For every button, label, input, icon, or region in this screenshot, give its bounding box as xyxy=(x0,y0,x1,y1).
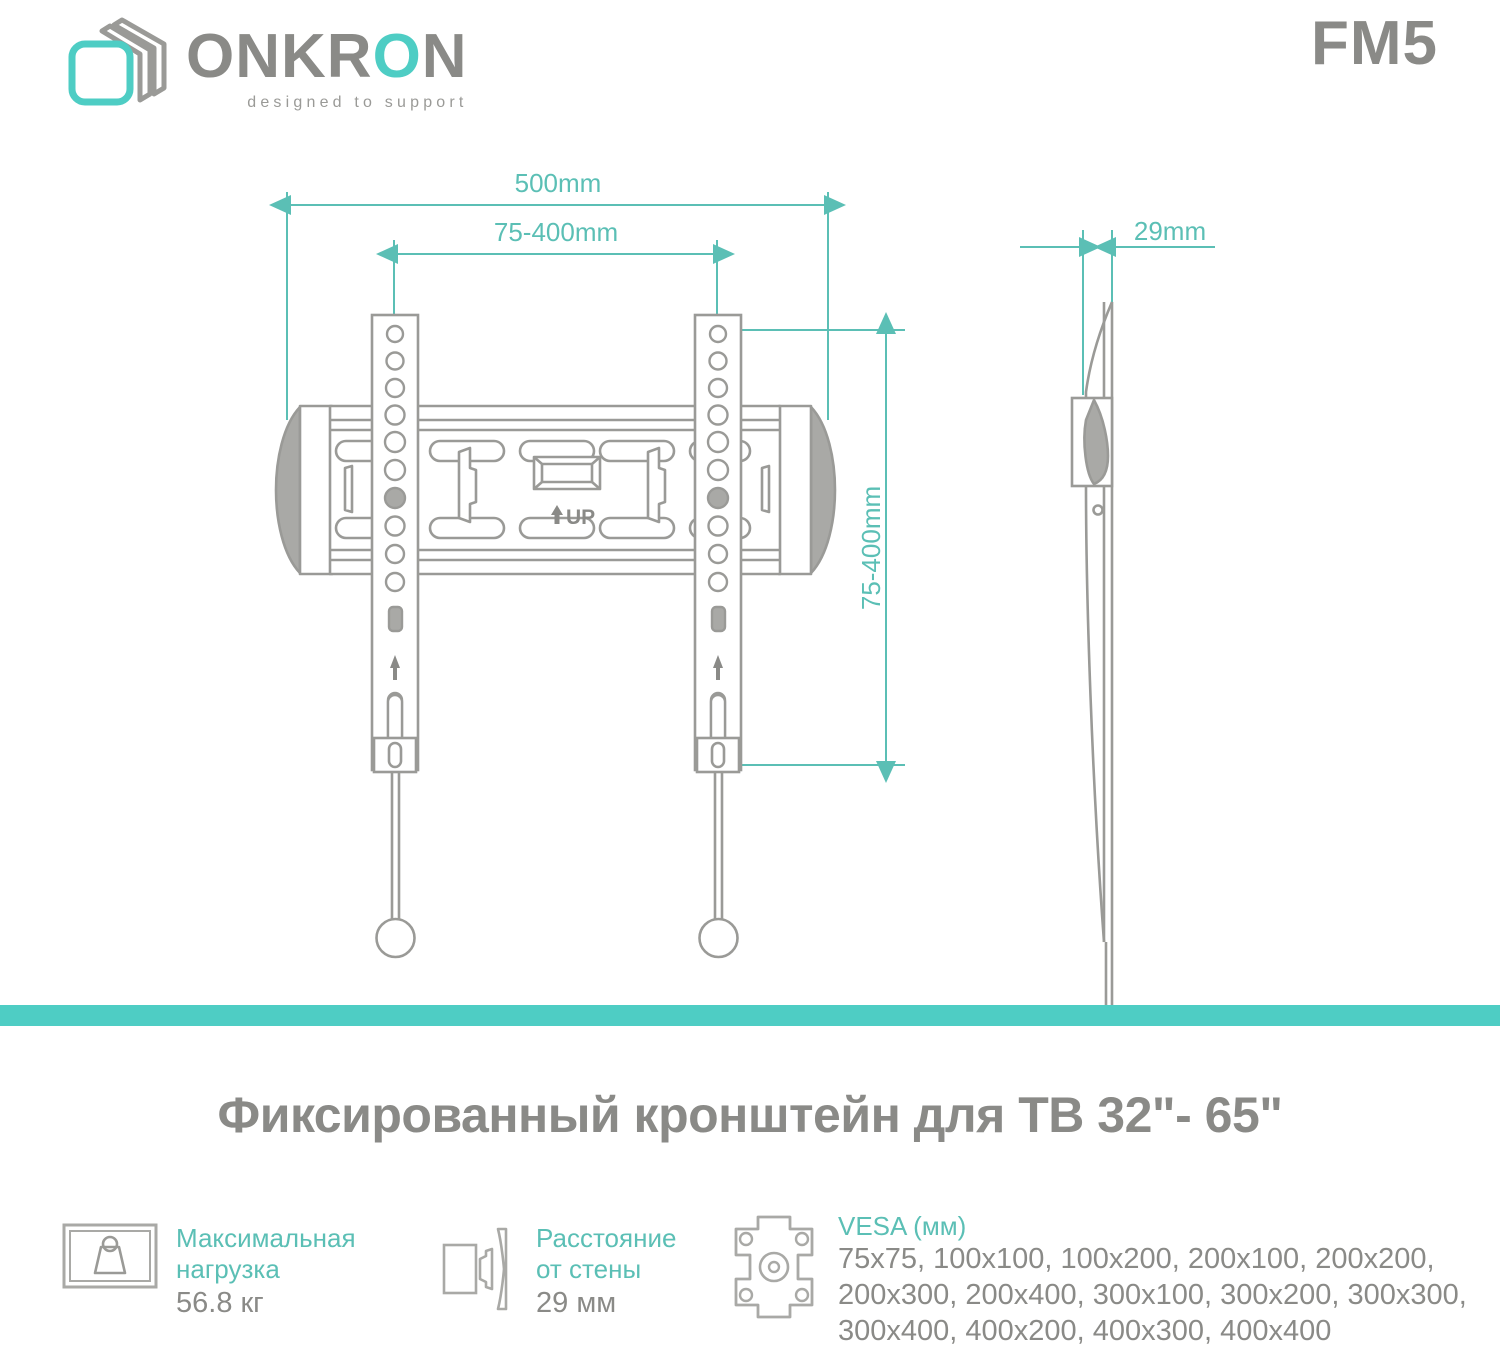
wall-distance-value: 29 мм xyxy=(536,1287,617,1320)
right-rail-holes xyxy=(706,324,730,633)
model-number: FM5 xyxy=(1311,9,1438,78)
spec-wall-distance: Расстояние от стены 29 мм xyxy=(440,1223,676,1322)
technical-drawing: 500mm 75-400mm 75-400mm 29mm xyxy=(0,130,1500,1005)
dimension-width-inner: 75-400mm xyxy=(494,217,618,247)
max-load-icon xyxy=(62,1223,158,1294)
bubble-level-window xyxy=(532,455,602,491)
wall-distance-label-1: Расстояние xyxy=(536,1223,677,1253)
dimension-height-vertical: 75-400mm xyxy=(856,486,886,610)
release-cords xyxy=(372,736,741,959)
up-label: UP xyxy=(566,506,595,529)
left-rail-holes xyxy=(383,324,407,633)
side-view xyxy=(1070,301,1114,1005)
brand-name-accent: O xyxy=(372,22,422,91)
max-load-label-2: нагрузка xyxy=(176,1253,280,1284)
wall-distance-icon xyxy=(440,1223,518,1320)
page-title: Фиксированный кронштейн для ТВ 32"- 65" xyxy=(217,1087,1283,1143)
brand-name-part1: ONKR xyxy=(186,22,373,91)
max-load-value: 56.8 кг xyxy=(176,1287,264,1320)
brand-tagline: designed to support xyxy=(247,94,468,111)
dimension-depth: 29mm xyxy=(1134,216,1206,246)
right-rail-up-arrow-icon xyxy=(713,655,723,680)
vesa-sizes-line-1: 75x75, 100x100, 100x200, 200x100, 200x20… xyxy=(838,1243,1435,1276)
spec-vesa: VESA (мм) 75x75, 100x100, 100x200, 200x1… xyxy=(728,1211,1467,1350)
header: ONKRON designed to support FM5 xyxy=(0,0,1500,130)
brand-logo: ONKRON designed to support xyxy=(60,14,468,114)
brand-name-part2: N xyxy=(421,22,468,91)
onkron-cube-logo-icon xyxy=(68,17,167,106)
teal-divider xyxy=(0,1005,1500,1026)
spec-max-load: Максимальная нагрузка 56.8 кг xyxy=(62,1223,356,1322)
spec-row: Максимальная нагрузка 56.8 кг Расстояние… xyxy=(0,1205,1500,1347)
dimension-width-overall: 500mm xyxy=(515,168,602,198)
left-rail-up-arrow-icon xyxy=(390,655,400,680)
vesa-label: VESA (мм) xyxy=(838,1211,967,1241)
brand-wordmark: ONKRON xyxy=(186,26,468,88)
up-arrow-icon xyxy=(551,505,563,524)
vesa-sizes-line-3: 300x400, 400x200, 400x300, 400x400 xyxy=(838,1315,1332,1348)
vesa-sizes-line-2: 200x300, 200x400, 300x100, 300x200, 300x… xyxy=(838,1279,1467,1312)
wall-distance-label-2: от стены xyxy=(536,1253,642,1284)
drawing-svg: 500mm 75-400mm 75-400mm 29mm xyxy=(269,168,1215,1005)
vesa-plate-icon xyxy=(728,1211,820,1328)
max-load-label-1: Максимальная xyxy=(176,1223,356,1253)
